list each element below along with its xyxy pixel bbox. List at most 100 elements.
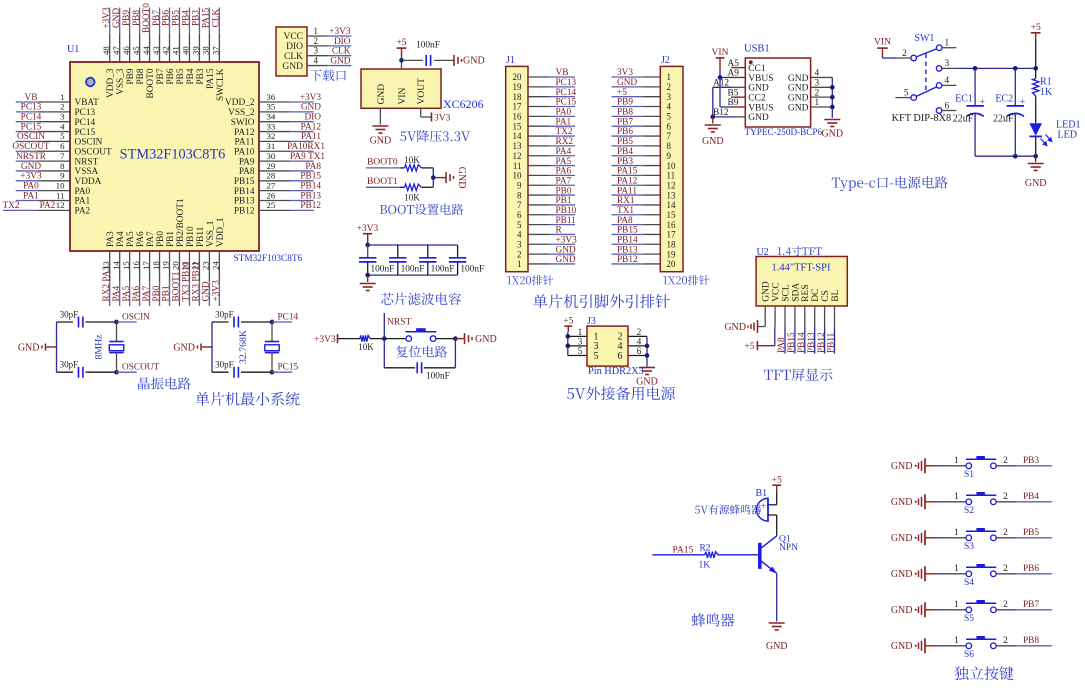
svg-text:PA15: PA15 [202,7,212,28]
svg-text:PB1: PB1 [162,285,172,301]
svg-text:1: 1 [954,600,959,610]
svg-text:RX1: RX1 [617,196,635,206]
svg-text:+5: +5 [1031,23,1041,33]
svg-text:2: 2 [902,49,907,59]
svg-text:GND: GND [788,93,809,103]
svg-text:NPN: NPN [779,543,798,553]
svg-text:CLK: CLK [284,52,303,62]
svg-text:7: 7 [517,200,522,210]
svg-text:A5: A5 [728,59,740,69]
svg-text:27: 27 [267,180,276,190]
svg-text:11: 11 [513,161,522,171]
svg-text:48: 48 [101,46,111,55]
svg-text:PB11: PB11 [827,332,837,353]
svg-text:30pF: 30pF [60,310,79,320]
svg-text:PB14: PB14 [234,187,255,197]
svg-text:PB3: PB3 [196,68,206,84]
svg-text:6: 6 [945,101,950,111]
svg-text:PA8: PA8 [777,337,787,353]
svg-text:GND: GND [788,74,809,84]
svg-text:45: 45 [131,46,141,55]
svg-text:24: 24 [211,261,221,270]
svg-text:GND: GND [891,569,913,580]
svg-text:5: 5 [904,88,909,98]
svg-text:18: 18 [513,92,523,102]
svg-text:VCC: VCC [283,32,303,42]
svg-text:16: 16 [667,220,677,230]
svg-text:B9: B9 [728,98,739,108]
svg-text:21: 21 [181,261,191,270]
svg-text:2: 2 [815,88,820,98]
svg-text:1: 1 [667,72,672,82]
svg-text:6: 6 [618,351,623,362]
svg-text:18: 18 [151,261,161,270]
svg-text:PA0: PA0 [23,181,39,191]
svg-text:44: 44 [141,46,151,55]
svg-text:1: 1 [314,26,319,36]
svg-text:9: 9 [517,180,522,190]
svg-text:DIO: DIO [304,113,321,123]
svg-text:GND: GND [556,255,576,265]
svg-text:2: 2 [1003,564,1008,574]
svg-text:PB7: PB7 [156,68,166,84]
svg-text:22uF: 22uF [993,114,1014,125]
svg-text:+5: +5 [563,317,573,327]
svg-text:NRST: NRST [75,157,99,167]
svg-text:2: 2 [517,249,522,259]
svg-text:GND: GND [202,281,212,301]
svg-text:15: 15 [121,261,131,270]
svg-text:PA7: PA7 [556,176,572,186]
svg-text:CLK: CLK [332,47,351,57]
svg-text:PA6: PA6 [132,285,142,301]
svg-text:PB15: PB15 [300,172,321,182]
svg-text:GND: GND [788,103,809,113]
svg-text:11: 11 [56,190,64,200]
svg-text:1K: 1K [1040,87,1053,98]
svg-text:GND: GND [636,377,658,388]
svg-text:PA4: PA4 [112,285,122,301]
svg-text:PA12: PA12 [617,176,638,186]
svg-text:VSS_1: VSS_1 [206,220,216,247]
svg-text:32.768K: 32.768K [238,330,249,364]
svg-text:PB5: PB5 [172,10,182,26]
svg-text:PB11: PB11 [556,216,577,226]
svg-text:VB: VB [556,68,569,78]
svg-text:OSCIN: OSCIN [17,132,45,142]
svg-text:13: 13 [101,261,111,270]
svg-text:GND: GND [463,56,485,67]
svg-text:GND: GND [891,533,913,544]
svg-text:BOOT0: BOOT0 [142,3,152,33]
svg-text:GND: GND [891,641,913,652]
svg-text:16: 16 [131,261,141,270]
svg-text:1: 1 [517,259,522,269]
svg-text:USB1: USB1 [744,44,770,55]
svg-text:+3V3: +3V3 [357,224,379,234]
svg-text:PA12: PA12 [301,122,322,132]
svg-text:1: 1 [815,98,820,108]
svg-text:37: 37 [211,46,221,55]
svg-text:8: 8 [60,161,65,171]
svg-text:+3V3: +3V3 [314,335,336,345]
svg-text:2: 2 [1003,636,1008,646]
svg-text:PA1: PA1 [75,197,91,207]
svg-text:10: 10 [667,161,677,171]
svg-text:10K: 10K [404,193,420,203]
svg-text:PA15: PA15 [617,167,638,177]
svg-text:43: 43 [151,46,161,55]
svg-text:14: 14 [111,261,121,270]
svg-text:10: 10 [513,171,523,181]
svg-text:PB1: PB1 [166,231,176,247]
svg-text:VOUT: VOUT [417,78,427,105]
svg-text:STM32F103C8T6: STM32F103C8T6 [120,147,226,163]
svg-text:NRSTR: NRSTR [16,152,47,162]
svg-text:3: 3 [667,92,672,102]
svg-text:6: 6 [517,210,522,220]
svg-text:+5: +5 [396,38,406,48]
svg-text:15: 15 [667,210,677,220]
svg-text:PB9: PB9 [126,68,136,84]
svg-text:VIN: VIN [712,48,729,58]
svg-text:PB9: PB9 [122,10,132,26]
svg-text:PC15: PC15 [278,363,299,373]
svg-text:1: 1 [945,39,950,49]
svg-text:GND: GND [21,162,41,172]
